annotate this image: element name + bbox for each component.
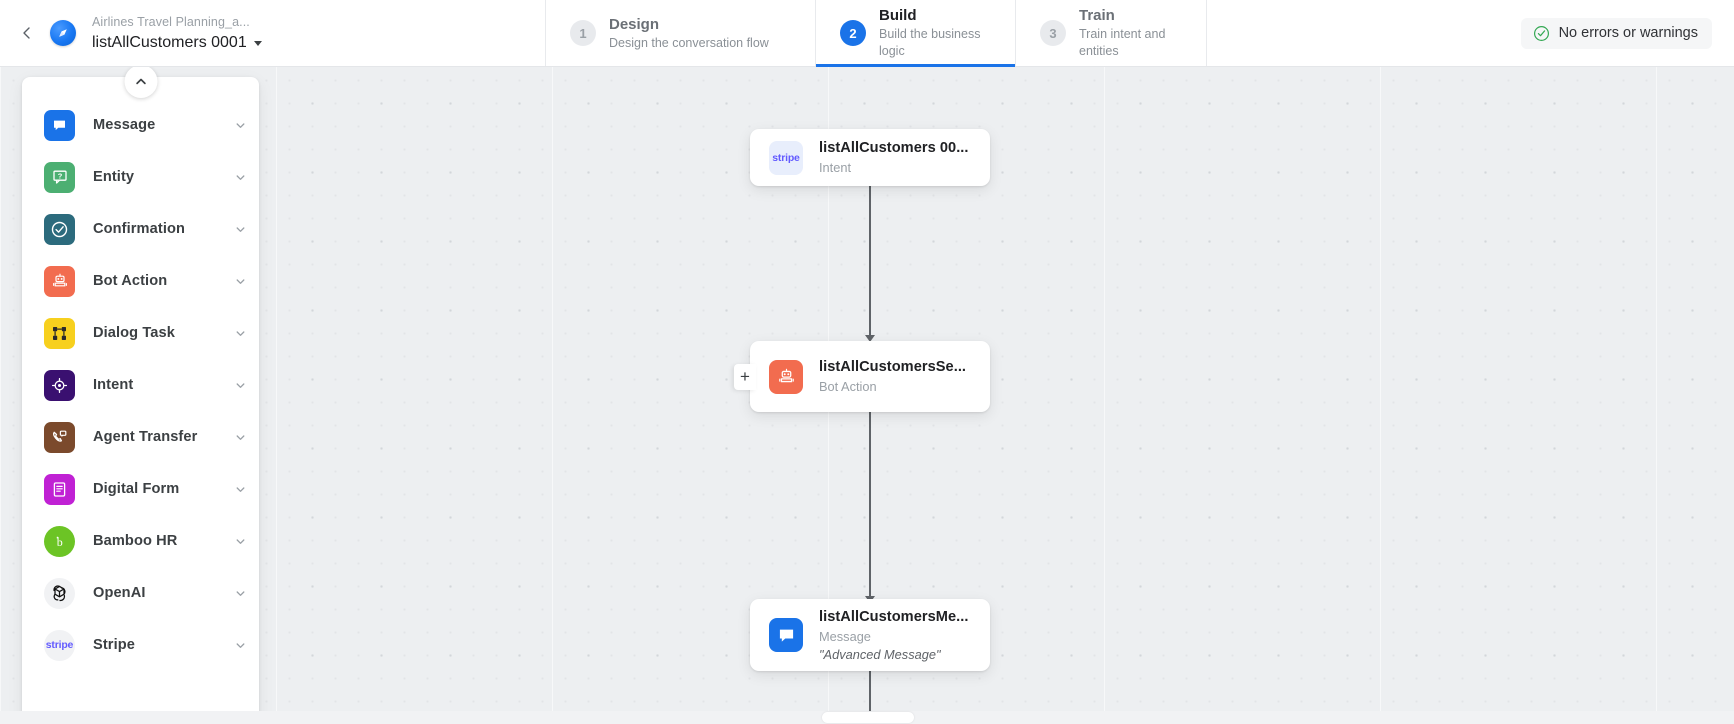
step-title: Design: [609, 15, 660, 33]
breadcrumb: Airlines Travel Planning_a...: [92, 14, 250, 29]
stripe-icon: stripe: [769, 140, 803, 175]
app-logo-icon: [50, 20, 76, 46]
sidebar-item-dialog-task[interactable]: Dialog Task: [22, 307, 259, 359]
node-title: listAllCustomersMe...: [819, 608, 969, 625]
sidebar-item-entity[interactable]: ? Entity: [22, 151, 259, 203]
sidebar-item-intent[interactable]: Intent: [22, 359, 259, 411]
chevron-down-icon[interactable]: [234, 431, 247, 444]
flow-node-message[interactable]: listAllCustomersMe... Message "Advanced …: [750, 599, 990, 671]
step-number: 1: [570, 20, 596, 46]
sidebar-item-label: Confirmation: [93, 221, 185, 237]
check-circle-icon: [1533, 25, 1549, 41]
stripe-wordmark: stripe: [45, 639, 74, 651]
bot-title-dropdown[interactable]: listAllCustomers 0001: [92, 32, 262, 53]
chevron-down-icon[interactable]: [234, 119, 247, 132]
message-bubble-icon: [769, 618, 803, 652]
back-button[interactable]: [14, 20, 40, 46]
entity-question-icon: ?: [44, 161, 75, 193]
sidebar-item-confirmation[interactable]: Confirmation: [22, 203, 259, 255]
message-bubble-icon: [44, 109, 75, 141]
chevron-down-icon[interactable]: [234, 535, 247, 548]
chevron-down-icon: [253, 41, 262, 46]
chevron-down-icon[interactable]: [234, 587, 247, 600]
step-number: 2: [840, 20, 866, 46]
sidebar-item-label: Agent Transfer: [93, 429, 198, 445]
title-block: Airlines Travel Planning_a... listAllCus…: [92, 14, 262, 53]
sidebar-item-bot-action[interactable]: Bot Action: [22, 255, 259, 307]
sidebar-item-stripe[interactable]: stripe Stripe: [22, 619, 259, 671]
intent-target-icon: [44, 369, 75, 401]
sidebar-item-label: OpenAI: [93, 585, 146, 601]
tab-build[interactable]: 2 Build Build the business logic: [815, 0, 1015, 67]
flow-node-bot-action[interactable]: + listAllCustomersSe... Bot Action: [734, 341, 990, 412]
top-bar-left: Airlines Travel Planning_a... listAllCus…: [0, 0, 545, 66]
chevron-down-icon[interactable]: [234, 483, 247, 496]
step-title: Build: [879, 7, 917, 24]
sidebar-item-label: Stripe: [93, 637, 135, 653]
status-label: No errors or warnings: [1558, 25, 1698, 41]
top-bar-right: No errors or warnings: [1207, 0, 1734, 66]
sidebar-item-openai[interactable]: OpenAI: [22, 567, 259, 619]
status-badge[interactable]: No errors or warnings: [1520, 17, 1712, 49]
form-document-icon: [44, 473, 75, 505]
dialog-nodes-icon: [44, 317, 75, 349]
sidebar-item-agent-transfer[interactable]: Agent Transfer: [22, 411, 259, 463]
sidebar-item-digital-form[interactable]: Digital Form: [22, 463, 259, 515]
scrollbar-thumb[interactable]: [822, 712, 914, 723]
flow-canvas[interactable]: Message ? Entity: [0, 67, 1734, 724]
stripe-icon: stripe: [44, 629, 75, 661]
tab-train[interactable]: 3 Train Train intent and entities: [1015, 0, 1207, 66]
svg-text:?: ?: [57, 171, 62, 180]
stripe-wordmark: stripe: [772, 151, 800, 164]
sidebar-item-bamboo-hr[interactable]: b Bamboo HR: [22, 515, 259, 567]
node-title: listAllCustomers 00...: [819, 140, 969, 156]
sidebar-item-label: Message: [93, 117, 156, 133]
chevron-down-icon[interactable]: [234, 639, 247, 652]
chevron-down-icon[interactable]: [234, 275, 247, 288]
sidebar-item-message[interactable]: Message: [22, 99, 259, 151]
sidebar-item-label: Entity: [93, 169, 135, 185]
horizontal-scrollbar[interactable]: [0, 711, 1734, 724]
connector-message-to-end: [869, 671, 871, 721]
add-node-button[interactable]: +: [734, 363, 756, 390]
step-number: 3: [1040, 20, 1066, 46]
sidebar-item-label: Bamboo HR: [93, 533, 178, 549]
chevron-down-icon[interactable]: [234, 171, 247, 184]
bamboohr-icon: b: [44, 525, 75, 557]
sidebar-item-label: Digital Form: [93, 481, 180, 497]
robot-icon: [44, 265, 75, 297]
chevron-left-icon: [23, 27, 30, 39]
chevron-down-icon[interactable]: [234, 379, 247, 392]
phone-agent-icon: [44, 421, 75, 453]
flow-node-intent[interactable]: stripe listAllCustomers 00... Intent: [750, 129, 990, 186]
node-title: listAllCustomersSe...: [819, 359, 967, 375]
connector-intent-to-botaction: [869, 186, 871, 338]
step-title: Train: [1079, 7, 1115, 24]
chevron-down-icon[interactable]: [234, 223, 247, 236]
node-subtitle: Intent: [819, 160, 852, 175]
node-extra-text: "Advanced Message": [819, 646, 941, 662]
bot-title-text: listAllCustomers 0001: [92, 33, 247, 51]
connector-botaction-to-message: [869, 412, 871, 599]
step-tabs: 1 Design Design the conversation flow 2 …: [545, 0, 1207, 67]
check-circle-icon: [44, 213, 75, 245]
step-subtitle: Build the business logic: [879, 27, 981, 58]
node-subtitle: Message: [819, 628, 871, 644]
robot-icon: [769, 359, 803, 394]
svg-text:b: b: [57, 535, 63, 549]
node-subtitle: Bot Action: [819, 379, 877, 394]
step-subtitle: Train intent and entities: [1079, 27, 1166, 58]
sidebar-item-label: Intent: [93, 377, 134, 393]
step-subtitle: Design the conversation flow: [609, 35, 769, 50]
node-palette-sidebar: Message ? Entity: [22, 67, 259, 724]
collapse-sidebar-button[interactable]: [124, 67, 157, 98]
sidebar-item-label: Dialog Task: [93, 325, 175, 341]
openai-icon: [44, 577, 75, 609]
chevron-up-icon: [135, 78, 146, 85]
arrowhead-icon: [865, 335, 875, 342]
chevron-down-icon[interactable]: [234, 327, 247, 340]
tab-design[interactable]: 1 Design Design the conversation flow: [545, 0, 815, 66]
sidebar-item-label: Bot Action: [93, 273, 168, 289]
top-bar: Airlines Travel Planning_a... listAllCus…: [0, 0, 1734, 67]
